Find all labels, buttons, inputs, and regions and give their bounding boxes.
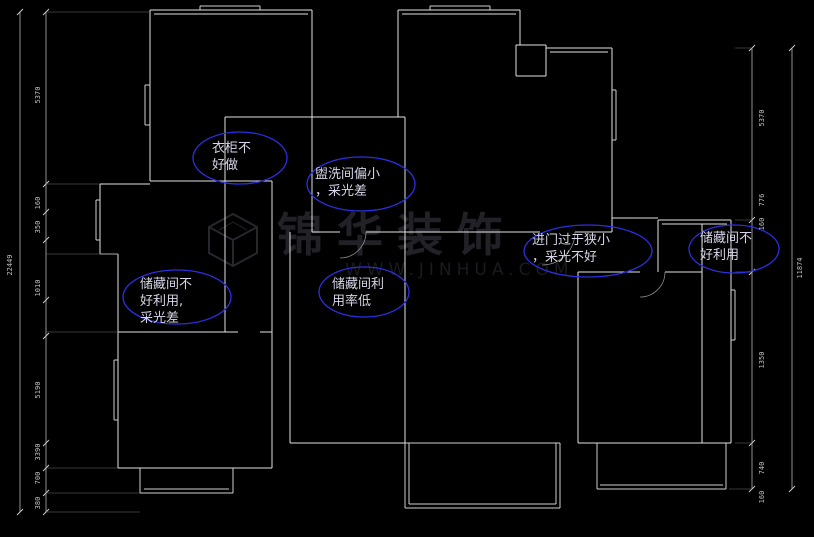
watermark-logo-cube: [208, 212, 258, 268]
dimension-label: 160: [758, 217, 766, 231]
balconies: [139, 442, 727, 509]
extension-lines: [46, 11, 752, 513]
annotation-entrance: 进门过于狭小 ，采光不好: [532, 232, 610, 266]
ellipse-storage-left-note: [122, 269, 232, 325]
dimension-label: 1010: [34, 279, 42, 297]
watermark: 锦华装饰 WWW.JINHUA.COM: [203, 210, 574, 280]
annotation-line: 用率低: [332, 294, 372, 309]
dimension-label: 350: [34, 220, 42, 234]
dimension-label: 380: [34, 496, 42, 510]
watermark-brand-text: 锦华装饰: [277, 208, 517, 262]
annotation-line: 好做: [212, 158, 239, 173]
annotation-line: 好利用: [700, 248, 740, 263]
annotation-storage-left: 储藏间不 好利用, 采光差: [140, 276, 192, 327]
watermark-url-text: WWW.JINHUA.COM: [345, 260, 574, 280]
dimension-label: 1350: [758, 351, 766, 369]
ellipse-storage-right-note: [688, 224, 780, 274]
annotation-line: 储藏间不: [140, 277, 193, 292]
annotation-storage-right: 储藏间不 好利用: [700, 230, 752, 264]
annotation-line: 好利用,: [140, 294, 184, 309]
annotation-line: 储藏间利: [332, 277, 385, 292]
door-arcs: [339, 231, 666, 298]
ellipse-entrance-note: [523, 224, 653, 278]
ellipse-storage-mid-note: [318, 266, 410, 318]
annotation-line: 进门过于狭小: [532, 233, 611, 248]
annotation-line: 采光差: [140, 311, 180, 326]
annotation-line: ，采光差: [315, 184, 368, 199]
ellipse-washroom-note: [306, 156, 416, 212]
walls: [99, 9, 732, 469]
annotation-storage-mid: 储藏间利 用率低: [332, 276, 384, 310]
dimension-label: 5190: [34, 381, 42, 399]
annotation-line: 盥洗间偏小: [315, 167, 381, 182]
dimension-label: 5370: [758, 109, 766, 127]
annotation-line: 储藏间不: [700, 231, 753, 246]
dimension-label: 160: [758, 490, 766, 504]
annotation-line: 衣柜不: [212, 141, 252, 156]
dimension-total-left: 22449: [6, 254, 14, 276]
annotation-ellipses: [122, 131, 780, 325]
ellipse-wardrobe-note: [192, 131, 288, 185]
dimension-ticks: [16, 8, 796, 516]
annotation-wardrobe: 衣柜不 好做: [212, 140, 251, 174]
dimension-label: 5370: [34, 86, 42, 104]
annotation-line: ，采光不好: [532, 250, 598, 265]
dimension-total-right: 11874: [796, 257, 804, 279]
dimension-lines: [16, 8, 796, 516]
annotation-washroom: 盥洗间偏小 ，采光差: [315, 166, 380, 200]
windows: [95, 5, 736, 421]
